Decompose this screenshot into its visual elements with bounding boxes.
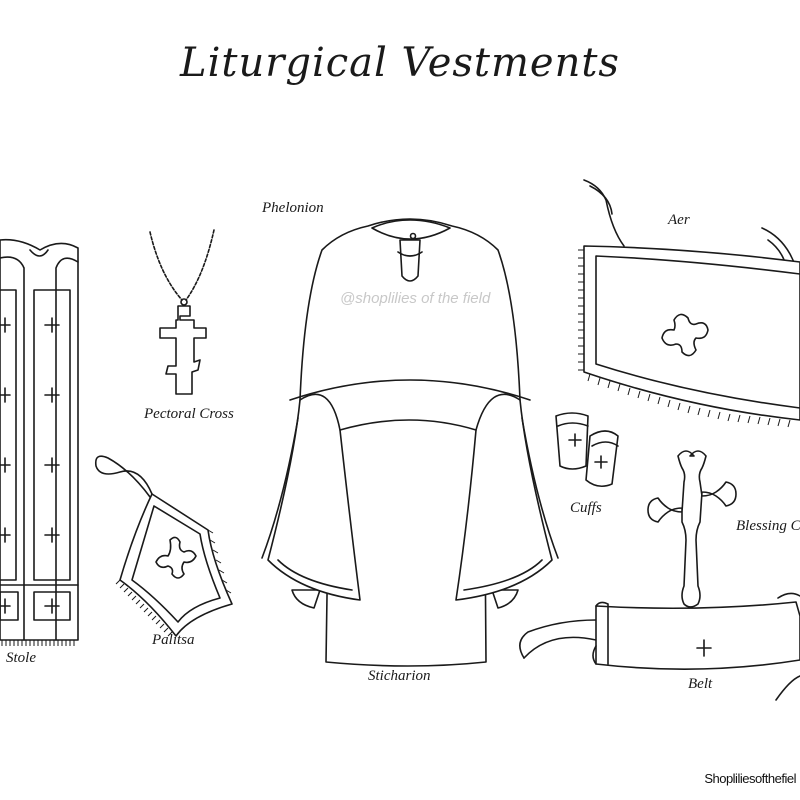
belt-label: Belt	[688, 676, 713, 692]
cuffs-label: Cuffs	[570, 500, 602, 516]
sticharion-label: Sticharion	[368, 668, 431, 684]
page-title: Liturgical Vestments	[180, 40, 620, 86]
blessing-cross-drawing	[647, 450, 737, 608]
belt-drawing	[519, 592, 800, 701]
pectoral-cross-label: Pectoral Cross	[144, 406, 234, 422]
palitsa-drawing	[94, 455, 233, 637]
pectoral-cross-drawing	[149, 229, 215, 395]
phelonion-drawing	[261, 218, 559, 601]
cuffs-drawing	[555, 412, 619, 488]
sticharion-drawing	[291, 399, 519, 667]
aer-drawing	[578, 179, 800, 428]
stole-label: Stole	[6, 650, 36, 666]
phelonion-label: Phelonion	[262, 200, 324, 216]
aer-label: Aer	[668, 212, 690, 228]
palitsa-label: Palitsa	[152, 632, 195, 648]
stole-drawing	[0, 238, 79, 646]
blessing-cross-label: Blessing C	[736, 518, 800, 534]
shop-credit: Shopliliesofthefiel	[704, 771, 796, 786]
watermark: @shoplilies of the field	[340, 290, 491, 307]
